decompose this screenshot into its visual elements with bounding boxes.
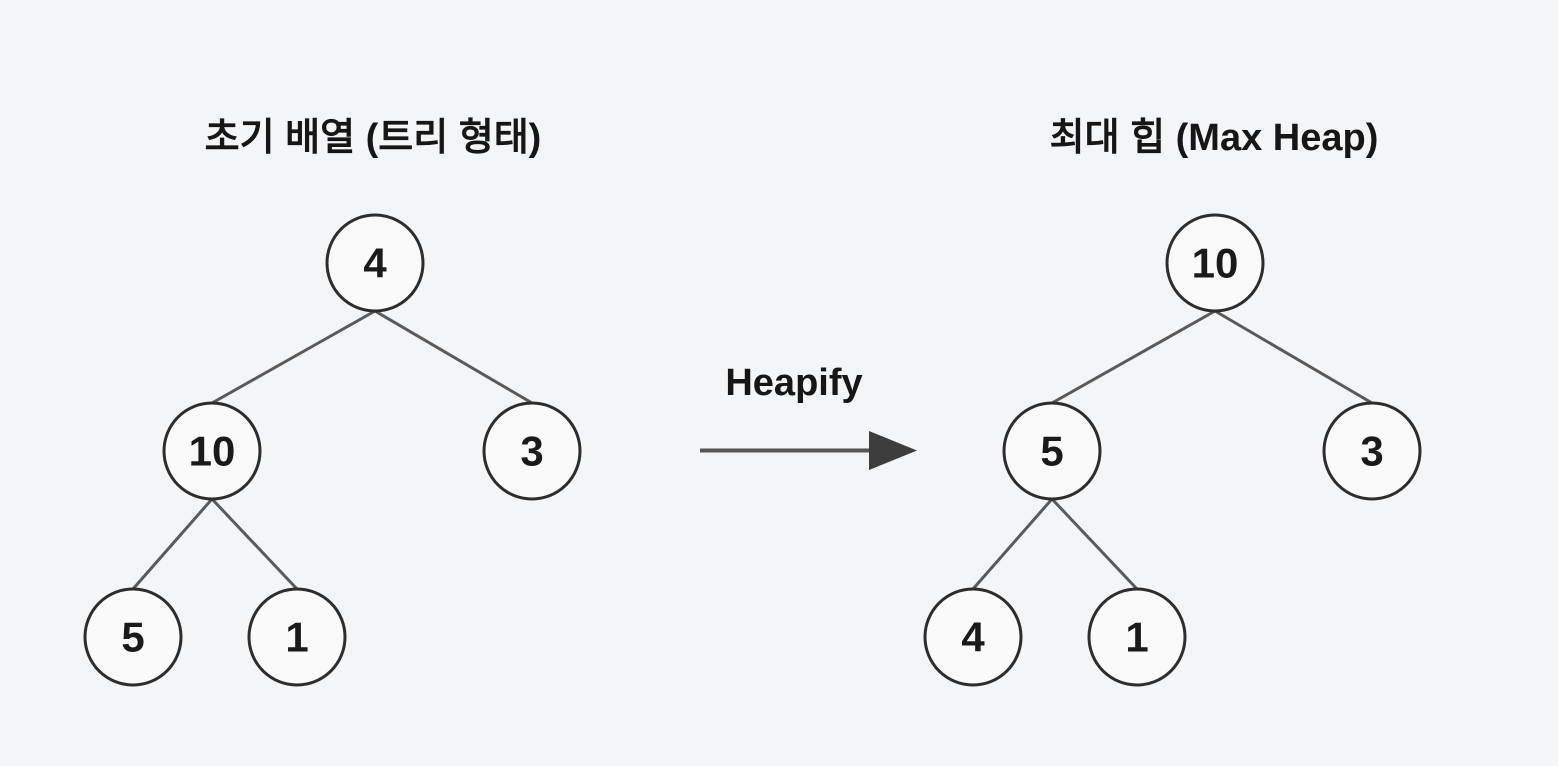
tree-node-value: 4 <box>363 240 387 287</box>
tree-edge <box>131 498 214 590</box>
tree-node-circle <box>325 213 425 313</box>
tree-node-circle <box>1322 401 1422 501</box>
tree-node: 10 <box>1165 213 1265 313</box>
tree-node: 10 <box>162 401 262 501</box>
left-tree-title: 초기 배열 (트리 형태) <box>204 117 542 159</box>
tree-edge <box>971 498 1054 590</box>
heapify-arrowhead-icon <box>869 431 917 470</box>
heapify-label: Heapify <box>725 362 863 404</box>
tree-node: 1 <box>1087 587 1187 687</box>
tree-edge <box>210 497 299 591</box>
tree-node-circle <box>923 587 1023 687</box>
tree-node-value: 3 <box>520 428 543 475</box>
tree-node-value: 3 <box>1360 428 1383 475</box>
tree-edge <box>1214 309 1373 405</box>
tree-node-circle <box>1165 213 1265 313</box>
tree-node-circle <box>162 401 262 501</box>
tree-node-circle <box>83 587 183 687</box>
tree-node: 5 <box>1002 401 1102 501</box>
tree-node: 3 <box>482 401 582 501</box>
tree-node-value: 1 <box>1125 614 1148 661</box>
tree-node-circle <box>1002 401 1102 501</box>
tree-node: 5 <box>83 587 183 687</box>
tree-node-value: 4 <box>961 614 985 661</box>
tree-node-value: 5 <box>1040 428 1063 475</box>
tree-edge <box>1051 309 1216 405</box>
right-tree-title: 최대 힙 (Max Heap) <box>1049 117 1379 159</box>
tree-edge <box>374 309 533 405</box>
tree-node: 4 <box>923 587 1023 687</box>
tree-edge <box>1050 497 1139 591</box>
tree-node: 4 <box>325 213 425 313</box>
tree-node-circle <box>1087 587 1187 687</box>
tree-node-circle <box>247 587 347 687</box>
tree-edge <box>211 309 376 405</box>
tree-node: 1 <box>247 587 347 687</box>
tree-node: 3 <box>1322 401 1422 501</box>
tree-node-circle <box>482 401 582 501</box>
tree-node-value: 10 <box>189 428 236 475</box>
tree-node-value: 5 <box>121 614 144 661</box>
tree-node-value: 1 <box>285 614 308 661</box>
tree-node-value: 10 <box>1192 240 1239 287</box>
